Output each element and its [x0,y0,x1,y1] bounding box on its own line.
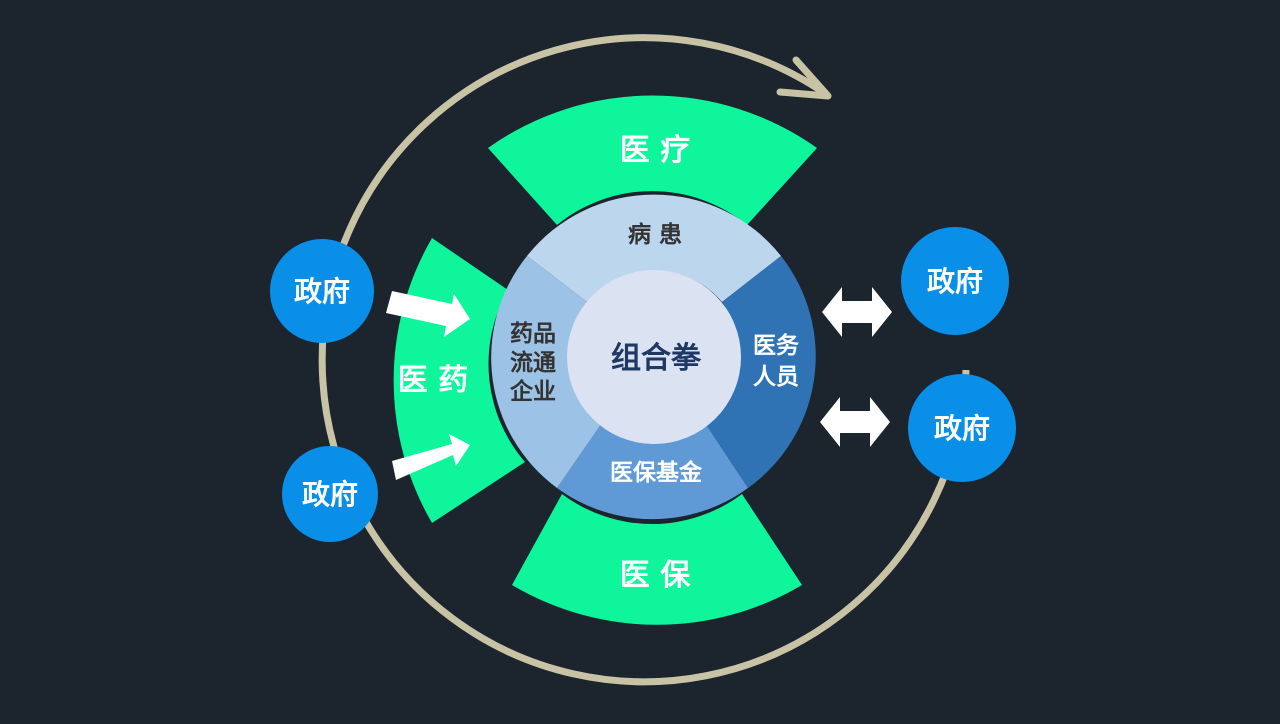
right-arrow-icon [392,434,470,480]
cycle-arrow-head [776,56,832,100]
ring-distribution-label-1: 药品 [510,320,556,347]
sector-medical[interactable] [488,95,817,225]
ring-patients[interactable] [527,194,781,302]
government-bottom-right-label: 政府 [934,412,990,445]
ring-distribution-label-3: 企业 [509,378,556,405]
government-bottom-left-label: 政府 [302,478,358,511]
sector-insurance[interactable] [512,494,802,625]
government-top-left[interactable] [270,239,374,343]
ring-distribution-label-2: 流通 [510,349,556,376]
ring-staff-label-2: 人员 [753,363,799,390]
ring-staff[interactable] [703,256,816,488]
ring-staff-label-1: 医务 [753,332,800,359]
ring-fund-label: 医保基金 [610,459,703,486]
ring-distribution[interactable] [491,256,604,488]
sector-medical-label: 医 疗 [620,133,690,168]
government-bottom-left[interactable] [282,446,378,542]
center-disk [567,270,741,444]
right-arrow-icon [386,291,470,337]
ring-patients-label: 病 患 [628,221,682,248]
government-top-right[interactable] [901,227,1009,335]
sector-insurance-label: 医 保 [620,558,691,593]
government-top-right-label: 政府 [927,265,983,298]
government-top-left-label: 政府 [294,275,350,308]
ring-fund[interactable] [557,420,748,520]
sector-pharma-label: 医 药 [398,363,468,398]
double-arrow-icon [820,397,890,447]
double-arrow-icon [822,287,892,337]
center-title: 组合拳 [611,341,702,376]
government-bottom-right[interactable] [908,374,1016,482]
